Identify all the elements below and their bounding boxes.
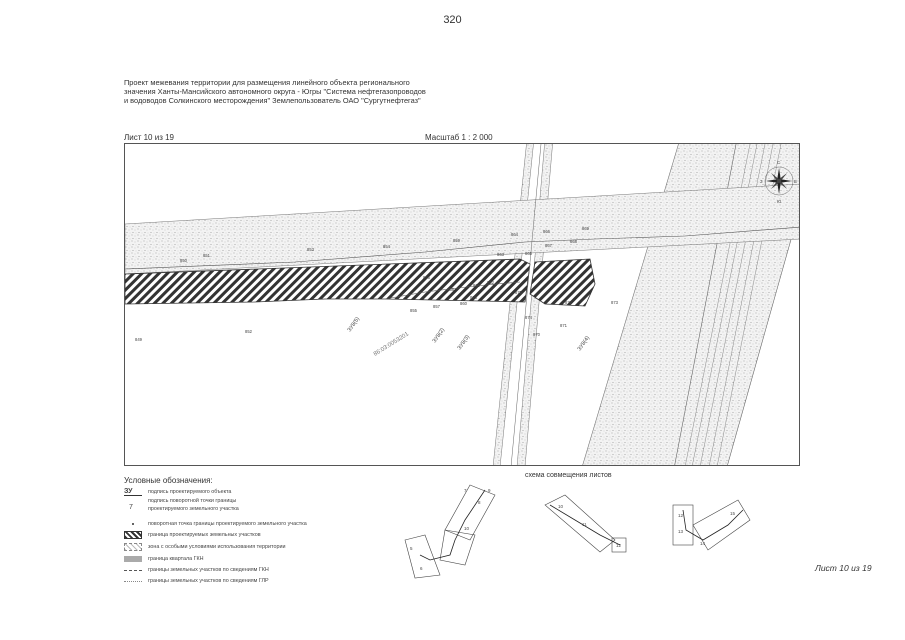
point-label: 872 [565, 300, 573, 305]
scheme-number: 5 [410, 546, 413, 551]
point-label: 874 [525, 315, 533, 320]
scheme-number: 15 [730, 511, 736, 516]
project-title: Проект межевания территории для размещен… [124, 78, 544, 105]
page-number: 320 [443, 14, 462, 26]
point-label: 875 [515, 290, 523, 295]
point-label: 868 [570, 239, 578, 244]
zone-special-conditions [125, 183, 799, 275]
dashed-line-icon [124, 570, 142, 571]
point-label: 864 [511, 232, 519, 237]
gray-bar-icon [124, 556, 142, 562]
legend-title: Условные обозначения: [124, 476, 213, 485]
point-label: 857 [433, 304, 441, 309]
parcel-label-zu8-4: ЗУ8(4) [577, 335, 591, 352]
scheme-number: 12 [616, 543, 622, 548]
point-label: 850 [180, 258, 188, 263]
point-label: 867 [545, 243, 553, 248]
map-drawing: С Ю З В 86:03:0053201 ЗУ8(5) ЗУ8(2) ЗУ8(… [125, 144, 799, 465]
scheme-sheets-a: 7 8 9 10 5 6 [404, 484, 496, 579]
scheme-number: 7 [464, 488, 467, 493]
scheme-number: 13 [678, 529, 684, 534]
point-label: 863 [497, 252, 505, 257]
project-title-line-3: и водоводов Солкинского месторождения" З… [124, 96, 421, 105]
parcel-label-zu8-2: ЗУ8(2) [432, 327, 446, 344]
compass-rose [764, 166, 794, 196]
point-label: 858 [447, 287, 455, 292]
scheme-number: 9 [488, 488, 491, 493]
scheme-number: 10 [464, 526, 470, 531]
projected-parcel-hatch-east [529, 258, 596, 307]
scheme-sheets-c: 12 13 14 15 [672, 499, 751, 551]
dot-icon [124, 520, 142, 528]
zu-symbol: ЗУ [124, 488, 142, 496]
point-label: 869 [582, 226, 590, 231]
point-label: 855 [410, 308, 418, 313]
point-label: 849 [135, 337, 143, 342]
scheme-number: 11 [582, 522, 587, 527]
parcel-label-zu8-3: ЗУ8(3) [457, 334, 471, 351]
boundary-upper [125, 226, 799, 270]
compass-label-w: З [760, 179, 763, 184]
light-hatch-swatch-icon [124, 543, 142, 551]
point-label: 853 [307, 247, 315, 252]
point-label: 851 [203, 253, 211, 258]
point-label: 871 [560, 323, 568, 328]
sheet-label: Лист 10 из 19 [124, 133, 174, 142]
scheme-number: 8 [478, 500, 481, 505]
point-label: 873 [611, 300, 619, 305]
scheme-sheets-b: 10 11 12 [544, 494, 627, 553]
compass-label-e: В [794, 179, 797, 184]
point-label: 865 [525, 251, 533, 256]
map-frame: С Ю З В 86:03:0053201 ЗУ8(5) ЗУ8(2) ЗУ8(… [124, 143, 800, 466]
point-label: 862 [487, 280, 495, 285]
parcel-label-zu8-5: ЗУ8(5) [347, 316, 361, 333]
point-label: 854 [383, 244, 391, 249]
dotted-line-icon [124, 581, 142, 582]
turning-point-labels: 849 850 851 852 853 854 855 856 857 858 … [135, 226, 619, 342]
point-label: 860 [460, 301, 468, 306]
scheme-number: 10 [558, 504, 564, 509]
point-label: 859 [453, 238, 461, 243]
seven-symbol: 7 [129, 504, 133, 511]
sheet-label-bottom: Лист 10 из 19 [815, 563, 872, 573]
compass-label-n: С [777, 160, 780, 165]
point-label: 866 [543, 229, 551, 234]
cadastral-number: 86:03:0053201 [373, 331, 411, 358]
compass-label-s: Ю [777, 199, 782, 204]
project-title-line-2: значения Ханты-Мансийского автономного о… [124, 87, 426, 96]
project-title-line-1: Проект межевания территории для размещен… [124, 78, 410, 87]
point-label: 870 [533, 332, 541, 337]
scheme-number: 12 [678, 513, 684, 518]
scale-label: Масштаб 1 : 2 000 [425, 133, 493, 142]
point-label: 861 [473, 283, 481, 288]
point-label: 876 [470, 295, 478, 300]
boundary-lower [384, 281, 521, 300]
point-label: 856 [423, 275, 431, 280]
scheme-title: схема совмещения листов [525, 472, 612, 479]
scheme-number: 14 [700, 541, 706, 546]
point-label: 852 [245, 329, 253, 334]
hatch-swatch-icon [124, 531, 142, 539]
scheme-number: 6 [420, 566, 423, 571]
